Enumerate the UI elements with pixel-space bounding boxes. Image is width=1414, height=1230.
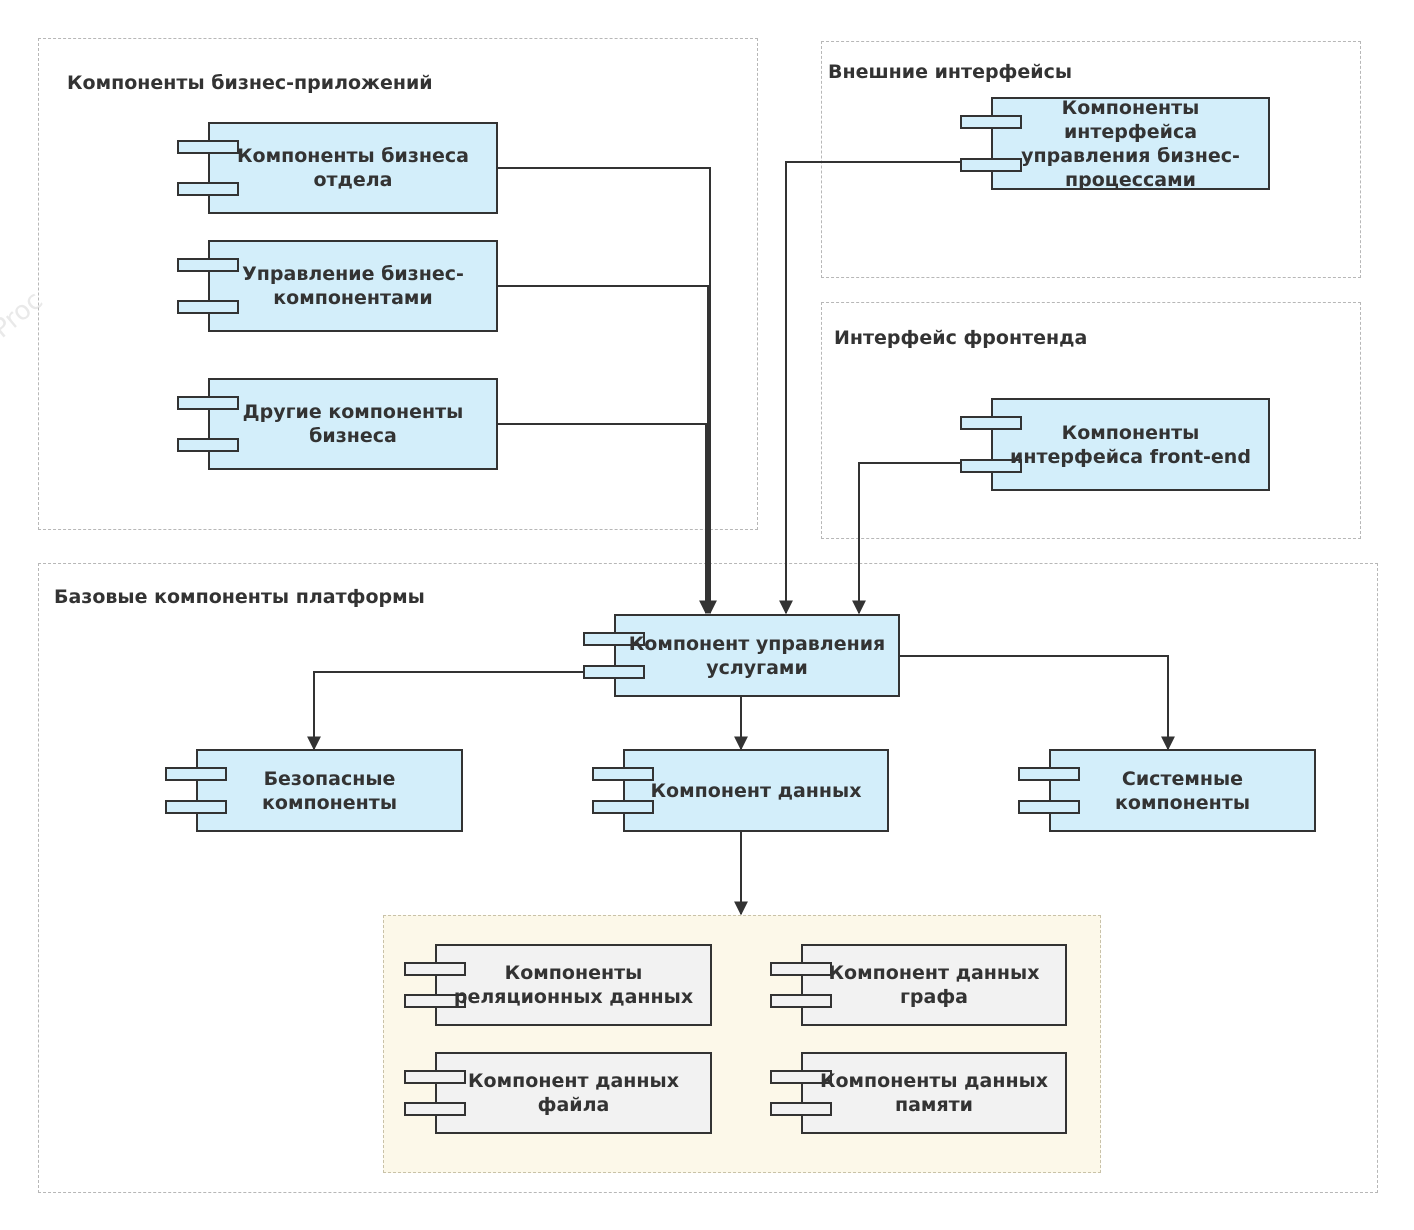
component-bpm-interface[interactable]: Компоненты интерфейса управления бизнес-… [960, 96, 1270, 191]
component-frontend[interactable]: Компоненты интерфейса front-end [960, 398, 1270, 491]
component-data[interactable]: Компонент данных [592, 749, 889, 832]
group-title-external-interfaces: Внешние интерфейсы [828, 61, 1073, 83]
component-label: Компоненты бизнеса отдела [237, 145, 469, 191]
component-label: Компоненты данных памяти [819, 1070, 1049, 1116]
group-business-apps [38, 38, 758, 530]
component-label: Безопасные компоненты [262, 767, 397, 814]
component-label: Компоненты интерфейса управления бизнес-… [1021, 96, 1240, 191]
component-graph-data[interactable]: Компонент данных графа [770, 944, 1067, 1026]
component-relational-data[interactable]: Компоненты реляционных данных [404, 944, 712, 1026]
component-business-management[interactable]: Управление бизнес-компонентами [177, 240, 498, 332]
component-label: Компонент управления услугами [628, 632, 886, 679]
group-title-platform-base: Базовые компоненты платформы [54, 586, 425, 608]
component-label: Компонент данных графа [828, 962, 1040, 1008]
component-label: Управление бизнес-компонентами [242, 263, 464, 309]
component-other-business[interactable]: Другие компоненты бизнеса [177, 378, 498, 470]
component-file-data[interactable]: Компонент данных файла [404, 1052, 712, 1134]
group-external-interfaces [821, 41, 1361, 278]
component-security[interactable]: Безопасные компоненты [165, 749, 463, 832]
component-label: Компоненты интерфейса front-end [1010, 421, 1251, 468]
component-label: Компоненты реляционных данных [453, 962, 694, 1008]
component-service-management[interactable]: Компонент управления услугами [583, 614, 900, 697]
component-label: Компонент данных [650, 779, 862, 802]
component-label: Компонент данных файла [468, 1070, 679, 1116]
component-dept-business[interactable]: Компоненты бизнеса отдела [177, 122, 498, 214]
group-title-business-apps: Компоненты бизнес-приложений [67, 72, 433, 94]
component-system[interactable]: Системные компоненты [1018, 749, 1316, 832]
component-memory-data[interactable]: Компоненты данных памяти [770, 1052, 1067, 1134]
group-title-frontend-interface: Интерфейс фронтенда [834, 327, 1088, 349]
component-label: Системные компоненты [1115, 767, 1250, 814]
component-label: Другие компоненты бизнеса [242, 401, 464, 447]
